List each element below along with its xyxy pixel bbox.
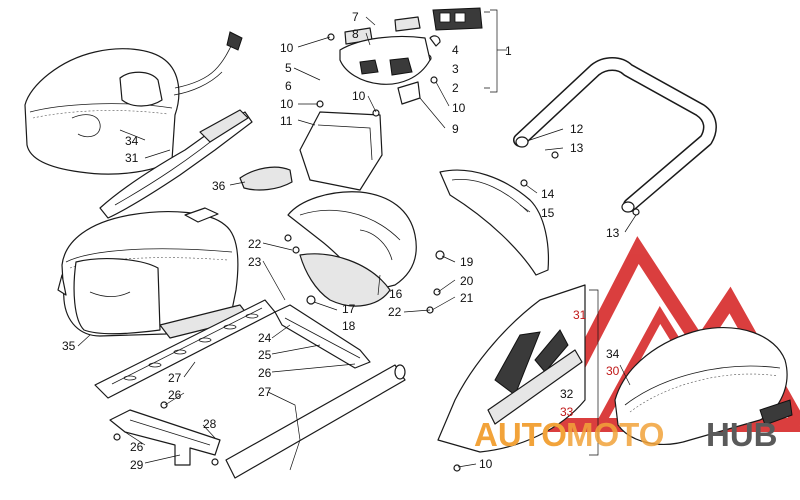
side-panel-right <box>439 169 550 276</box>
bracket-28 <box>109 409 221 466</box>
callout-28: 28 <box>203 417 217 431</box>
callout-18: 18 <box>342 319 356 333</box>
tunnel-body <box>287 191 417 307</box>
callout-26-b: 26 <box>168 388 182 402</box>
fasteners <box>113 33 640 472</box>
callout-11: 11 <box>280 114 293 128</box>
callout-21: 21 <box>460 291 474 305</box>
callout-22-b: 22 <box>388 305 402 319</box>
callout-19: 19 <box>460 255 474 269</box>
callout-10-d: 10 <box>452 101 466 115</box>
callout-10-c: 10 <box>352 89 366 103</box>
watermark-auto: AUTO <box>474 416 567 453</box>
grab-bar <box>513 57 717 213</box>
bracket-36 <box>239 166 293 191</box>
callout-10-a: 10 <box>280 41 294 55</box>
callout-27-b: 27 <box>258 385 272 399</box>
rail-27-lower <box>225 364 406 479</box>
callout-15: 15 <box>541 206 555 220</box>
callout-36: 36 <box>212 179 226 193</box>
side-rail-left <box>99 109 253 219</box>
rear-flap <box>299 111 383 191</box>
callout-17: 17 <box>342 302 356 316</box>
callout-25: 25 <box>258 348 272 362</box>
callout-8: 8 <box>352 27 359 41</box>
callout-13-b: 13 <box>606 226 620 240</box>
callout-5: 5 <box>285 61 292 75</box>
callout-26-c: 26 <box>130 440 144 454</box>
callout-32: 32 <box>560 387 574 401</box>
callout-3: 3 <box>452 62 459 76</box>
callout-34-a: 34 <box>125 134 139 148</box>
watermark-moto: MOTO <box>566 416 664 453</box>
callout-7: 7 <box>352 10 359 24</box>
callout-34-b: 34 <box>606 347 620 361</box>
callout-29: 29 <box>130 458 144 472</box>
callout-14: 14 <box>541 187 555 201</box>
saddlebag-top-left <box>24 31 243 175</box>
callout-22-a: 22 <box>248 237 262 251</box>
callout-10-e: 10 <box>479 457 493 471</box>
side-panel-decal <box>437 284 586 453</box>
saddlebag-right <box>614 327 793 445</box>
callout-33: 33 <box>560 405 574 419</box>
leader-lines <box>77 9 637 471</box>
callout-1: 1 <box>505 44 512 58</box>
callout-26-a: 26 <box>258 366 272 380</box>
watermark-text: AUTO MOTO HUB <box>474 416 778 453</box>
callout-24: 24 <box>258 331 272 345</box>
callout-23: 23 <box>248 255 262 269</box>
callout-16: 16 <box>389 287 403 301</box>
callout-31-b: 31 <box>573 308 587 322</box>
upper-bracket <box>339 16 431 105</box>
callout-2: 2 <box>452 81 459 95</box>
callout-6: 6 <box>285 79 292 93</box>
bracket-24 <box>274 304 371 369</box>
saddlebag-left-large <box>57 207 251 339</box>
callout-20: 20 <box>460 274 474 288</box>
callout-10-b: 10 <box>280 97 294 111</box>
watermark-hub: HUB <box>706 416 778 453</box>
callout-9: 9 <box>452 122 459 136</box>
callout-30: 30 <box>606 364 620 378</box>
callout-13-a: 13 <box>570 141 584 155</box>
callout-27-a: 27 <box>168 371 182 385</box>
callout-4: 4 <box>452 43 459 57</box>
callout-31-a: 31 <box>125 151 139 165</box>
callout-12: 12 <box>570 122 584 136</box>
callouts: 1 2 3 4 5 6 7 8 9 10 10 10 10 10 11 12 1… <box>62 10 620 472</box>
callout-35: 35 <box>62 339 76 353</box>
